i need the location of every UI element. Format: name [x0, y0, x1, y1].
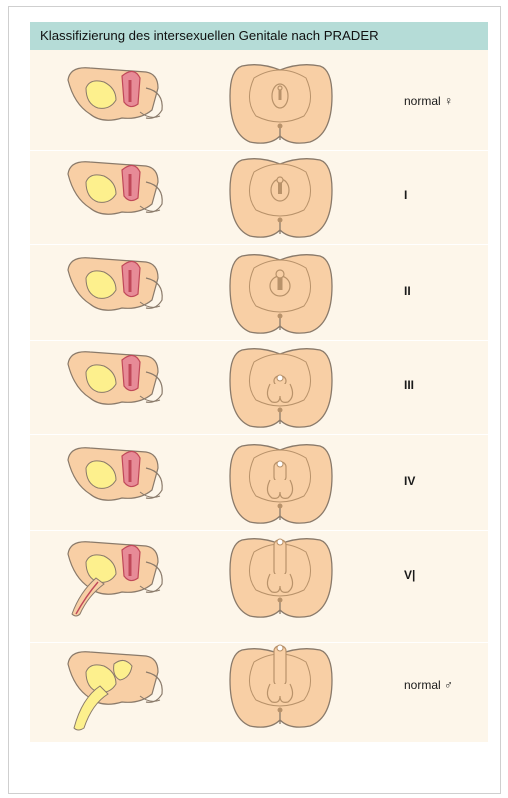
- stage-label: V|: [404, 568, 415, 582]
- prader-stage-row: V|: [30, 530, 488, 624]
- stage-label: II: [404, 284, 411, 298]
- row-divider: [30, 244, 488, 245]
- perineal-view-icon: [220, 246, 344, 340]
- sagittal-section-icon: [60, 152, 170, 236]
- sagittal-section-icon: [60, 342, 170, 426]
- perineal-view-icon: [220, 56, 344, 150]
- perineal-view-icon: [220, 340, 344, 434]
- stage-label: IV: [404, 474, 415, 488]
- stage-label: III: [404, 378, 414, 392]
- perineal-view-icon: [220, 640, 344, 734]
- prader-stage-row: III: [30, 340, 488, 434]
- row-divider: [30, 434, 488, 435]
- sagittal-section-icon: [60, 248, 170, 332]
- prader-stage-row: II: [30, 246, 488, 340]
- stage-label: normal ♀: [404, 94, 453, 108]
- prader-stage-row: normal ♂: [30, 640, 488, 734]
- prader-stage-row: I: [30, 150, 488, 244]
- sagittal-section-icon: [60, 438, 170, 522]
- perineal-view-icon: [220, 530, 344, 624]
- perineal-view-icon: [220, 436, 344, 530]
- stage-label: I: [404, 188, 407, 202]
- prader-stage-row: IV: [30, 436, 488, 530]
- perineal-view-icon: [220, 150, 344, 244]
- sagittal-section-icon: [60, 642, 170, 738]
- prader-stage-row: normal ♀: [30, 56, 488, 150]
- sagittal-section-icon: [60, 532, 170, 628]
- stage-label: normal ♂: [404, 678, 453, 692]
- sagittal-section-icon: [60, 58, 170, 142]
- figure-title: Klassifizierung des intersexuellen Genit…: [30, 22, 488, 50]
